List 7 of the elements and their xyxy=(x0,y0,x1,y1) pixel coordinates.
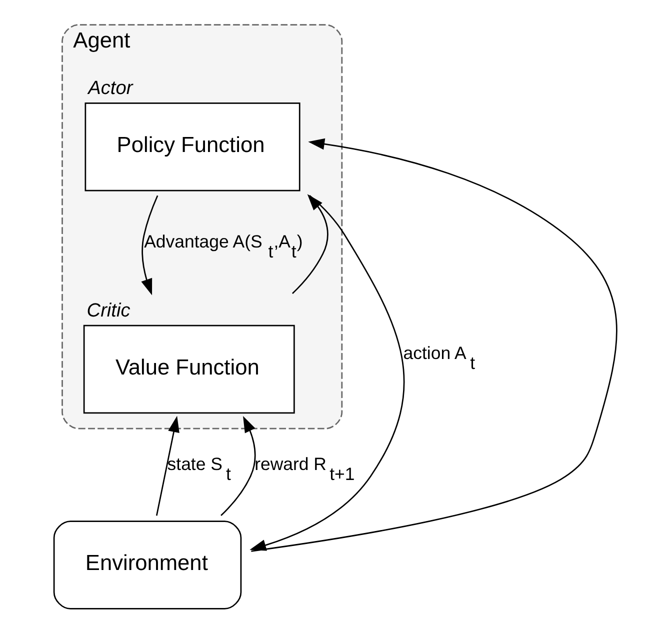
arrow xyxy=(220,416,256,516)
arrow xyxy=(250,138,617,552)
node-label: Actor xyxy=(88,78,132,99)
arrow xyxy=(292,194,328,294)
arrow xyxy=(155,416,179,516)
arrow xyxy=(140,195,158,296)
node-label: Critic xyxy=(86,300,130,322)
